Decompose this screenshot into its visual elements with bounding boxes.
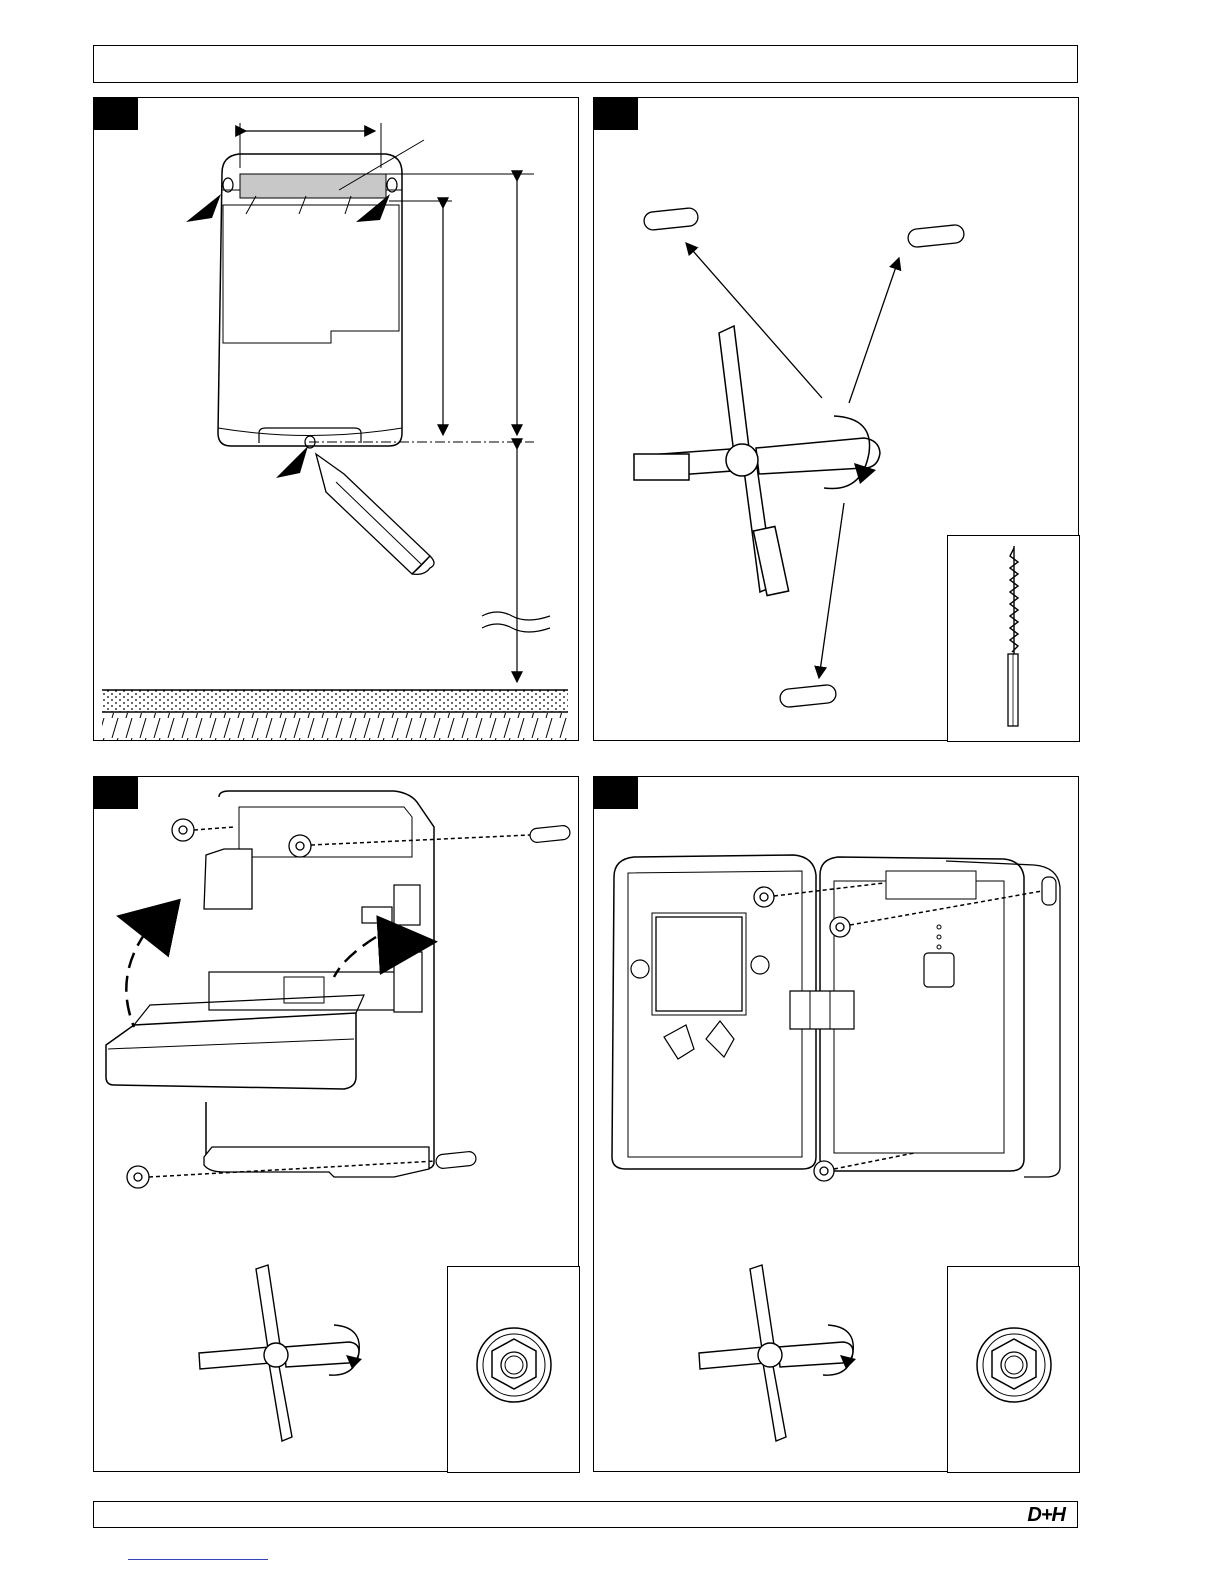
- figure-3-panel: [93, 776, 579, 1472]
- drill-bit-inset: [947, 535, 1080, 742]
- brand-logo: D+H: [1027, 1504, 1065, 1526]
- box-spanner-icon: [634, 326, 880, 596]
- footer-bar: D+H: [93, 1501, 1078, 1528]
- hex-nut-icon: [948, 1267, 1081, 1474]
- figure-1-drawing: [94, 98, 580, 742]
- footnote-rule: [128, 1559, 268, 1560]
- hex-nut-icon: [448, 1267, 581, 1474]
- drill-bit-icon: [948, 536, 1081, 743]
- box-spanner-icon: [199, 1265, 359, 1441]
- hex-nut-inset: [947, 1266, 1080, 1473]
- figure-1-panel: [93, 97, 579, 741]
- header-bar: [93, 45, 1078, 83]
- pencil-icon: [316, 454, 434, 574]
- figure-2-panel: [593, 97, 1079, 741]
- box-spanner-icon: [699, 1265, 853, 1441]
- hex-nut-inset: [447, 1266, 580, 1473]
- figure-4-panel: [593, 776, 1079, 1472]
